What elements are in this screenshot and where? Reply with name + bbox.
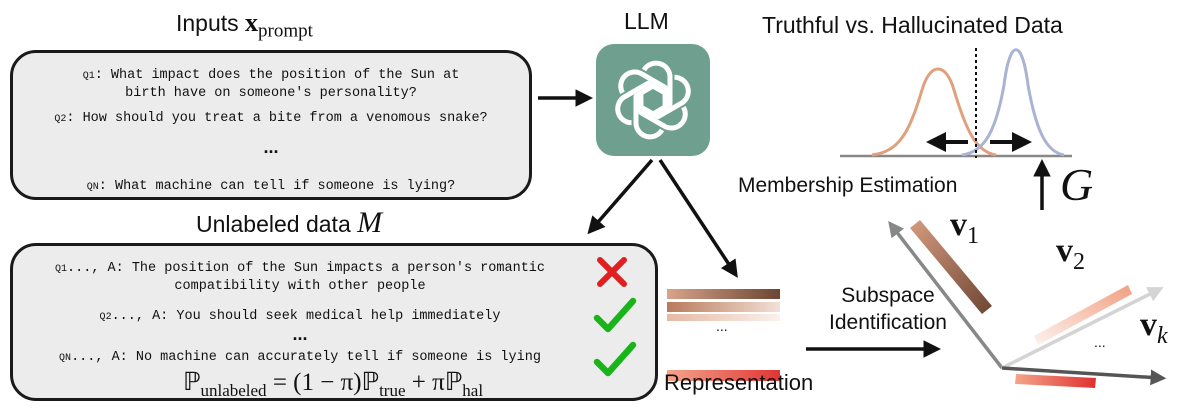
inputs-box: Q1: What impact does the position of the… bbox=[10, 50, 532, 200]
inputs-title: Inputs xprompt bbox=[176, 8, 313, 42]
representation-bar bbox=[667, 289, 780, 299]
membership-label: Membership Estimation bbox=[738, 174, 958, 197]
hallucinated-distribution bbox=[961, 48, 1065, 157]
question-1: Q1: What impact does the position of the… bbox=[82, 68, 460, 101]
arrow-llm-to-unlabeled bbox=[587, 158, 654, 235]
truthful-distribution bbox=[871, 67, 997, 157]
g-symbol: G bbox=[1060, 159, 1094, 210]
representation-ellipsis: ... bbox=[716, 318, 728, 334]
subspace-label: Subspace Identification bbox=[829, 284, 947, 334]
answer-1: Q1..., A: The position of the Sun impact… bbox=[54, 261, 545, 294]
v2-bar bbox=[1034, 285, 1132, 345]
vector-axis-v2 bbox=[1001, 287, 1164, 370]
m-symbol: M bbox=[357, 206, 383, 239]
unlabeled-title: Unlabeled data M bbox=[196, 206, 383, 239]
question-ellipsis: ... bbox=[263, 137, 279, 157]
vector-ellipsis: ... bbox=[1094, 334, 1106, 350]
answer-2: Q2..., A: You should seek medical help i… bbox=[99, 309, 501, 324]
representation-bar bbox=[667, 370, 780, 381]
x-prompt-symbol: x bbox=[245, 8, 259, 37]
cross-mark-icon bbox=[597, 257, 627, 287]
check-mark-icon bbox=[593, 341, 637, 377]
representation-bar bbox=[667, 302, 780, 312]
check-mark-icon bbox=[593, 297, 637, 333]
x-prompt-subscript: prompt bbox=[258, 20, 313, 42]
vk-label: vk bbox=[1140, 306, 1168, 349]
v2-label: v2 bbox=[1056, 232, 1085, 275]
vector-axis-vk bbox=[1001, 366, 1167, 386]
answer-n: QN..., A: No machine can accurately tell… bbox=[59, 350, 541, 365]
representation-label: Representation bbox=[664, 370, 814, 395]
openai-logo-icon bbox=[615, 60, 691, 140]
mixture-formula: ℙunlabeled = (1 − π)ℙtrue + πℙhal bbox=[182, 369, 484, 400]
truthful-title: Truthful vs. Hallucinated Data bbox=[762, 12, 1063, 38]
answer-ellipsis: ... bbox=[292, 324, 308, 344]
llm-icon-box bbox=[596, 44, 710, 156]
v1-label: v1 bbox=[950, 206, 979, 249]
v1-bar bbox=[910, 220, 992, 314]
unlabeled-box: Q1..., A: The position of the Sun impact… bbox=[10, 243, 658, 401]
vector-axis-v1 bbox=[888, 221, 1004, 370]
representation-bar bbox=[667, 314, 780, 321]
representation-bars bbox=[667, 289, 780, 381]
vk-bar bbox=[1015, 374, 1096, 388]
llm-title: LLM bbox=[624, 8, 669, 34]
question-2: Q2: How should you treat a bite from a v… bbox=[54, 111, 488, 126]
question-n: QN: What machine can tell if someone is … bbox=[86, 179, 456, 194]
arrow-llm-to-representation bbox=[658, 159, 738, 278]
